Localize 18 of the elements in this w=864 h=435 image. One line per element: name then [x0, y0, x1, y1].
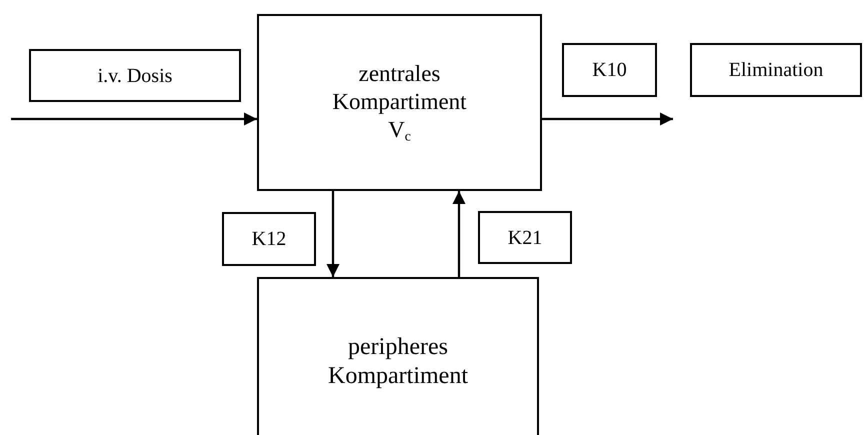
node-label: peripheres Kompartiment	[327, 333, 469, 391]
arrow	[326, 191, 340, 277]
node-label: K12	[252, 227, 286, 251]
label-box	[690, 43, 862, 97]
node-label: i.v. Dosis	[98, 64, 172, 88]
arrow	[452, 191, 466, 277]
arrow	[542, 112, 673, 126]
node-label: K21	[508, 226, 542, 250]
process-box	[257, 277, 539, 435]
rate-label-box	[222, 212, 316, 266]
node-label: Elimination	[728, 58, 824, 82]
node-label: zentrales Kompartiment V$_{c}$	[331, 60, 468, 145]
rate-label-box	[478, 211, 572, 264]
process-box	[257, 14, 542, 191]
rate-label-box	[562, 43, 657, 97]
label-box	[29, 49, 241, 102]
arrow	[11, 112, 257, 126]
node-label: K10	[592, 58, 627, 82]
